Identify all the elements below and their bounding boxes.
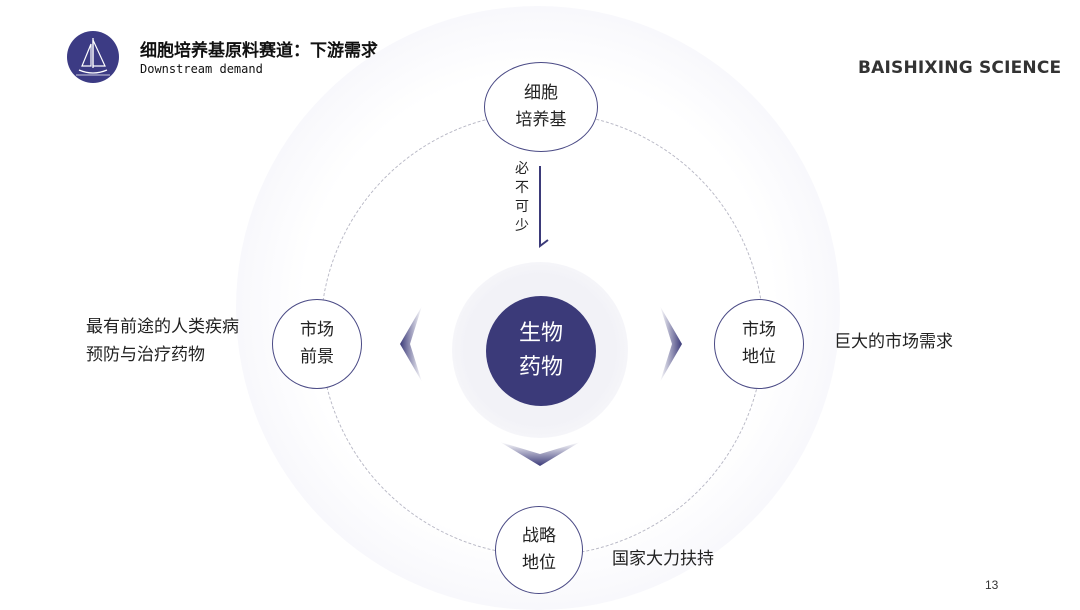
center-node-line2: 药物 [518,355,563,380]
bottom-node-line1: 战略 [522,526,556,546]
left-node: 市场 前景 [272,299,362,389]
page-subtitle: Downstream demand [140,62,263,76]
sailboat-logo-icon [67,31,119,83]
right-node-line1: 市场 [742,320,776,340]
essential-char: 不 [515,180,529,196]
bottom-node-line2: 地位 [522,553,556,573]
bottom-description: 国家大力扶持 [612,549,714,569]
essential-char: 少 [515,218,529,234]
down-arrow-icon [539,166,549,248]
down-chevron-icon [500,442,580,466]
bottom-node: 战略 地位 [495,506,583,594]
essential-char: 可 [515,199,529,215]
left-chevron-icon [400,306,422,382]
top-node-line1: 细胞 [524,83,558,103]
right-chevron-icon [660,306,682,382]
center-node-line1: 生物 [518,321,563,346]
brand-name: BAISHIXING SCIENCE [858,58,1062,78]
left-description: 最有前途的人类疾病 预防与治疗药物 [86,313,239,369]
left-node-line2: 前景 [300,347,334,367]
left-node-line1: 市场 [300,320,334,340]
page-title: 细胞培养基原料赛道：下游需求 [140,41,378,61]
page-number: 13 [985,578,999,592]
right-description: 巨大的市场需求 [834,332,953,352]
right-node: 市场 地位 [714,299,804,389]
top-node-line2: 培养基 [515,110,567,130]
center-node: 生物 药物 [486,296,596,406]
left-description-line1: 最有前途的人类疾病 [86,317,239,337]
left-description-line2: 预防与治疗药物 [86,345,205,365]
essential-label: 必 不 可 少 [512,160,532,236]
right-node-line2: 地位 [742,347,776,367]
essential-char: 必 [515,161,529,177]
top-node: 细胞 培养基 [484,62,598,152]
